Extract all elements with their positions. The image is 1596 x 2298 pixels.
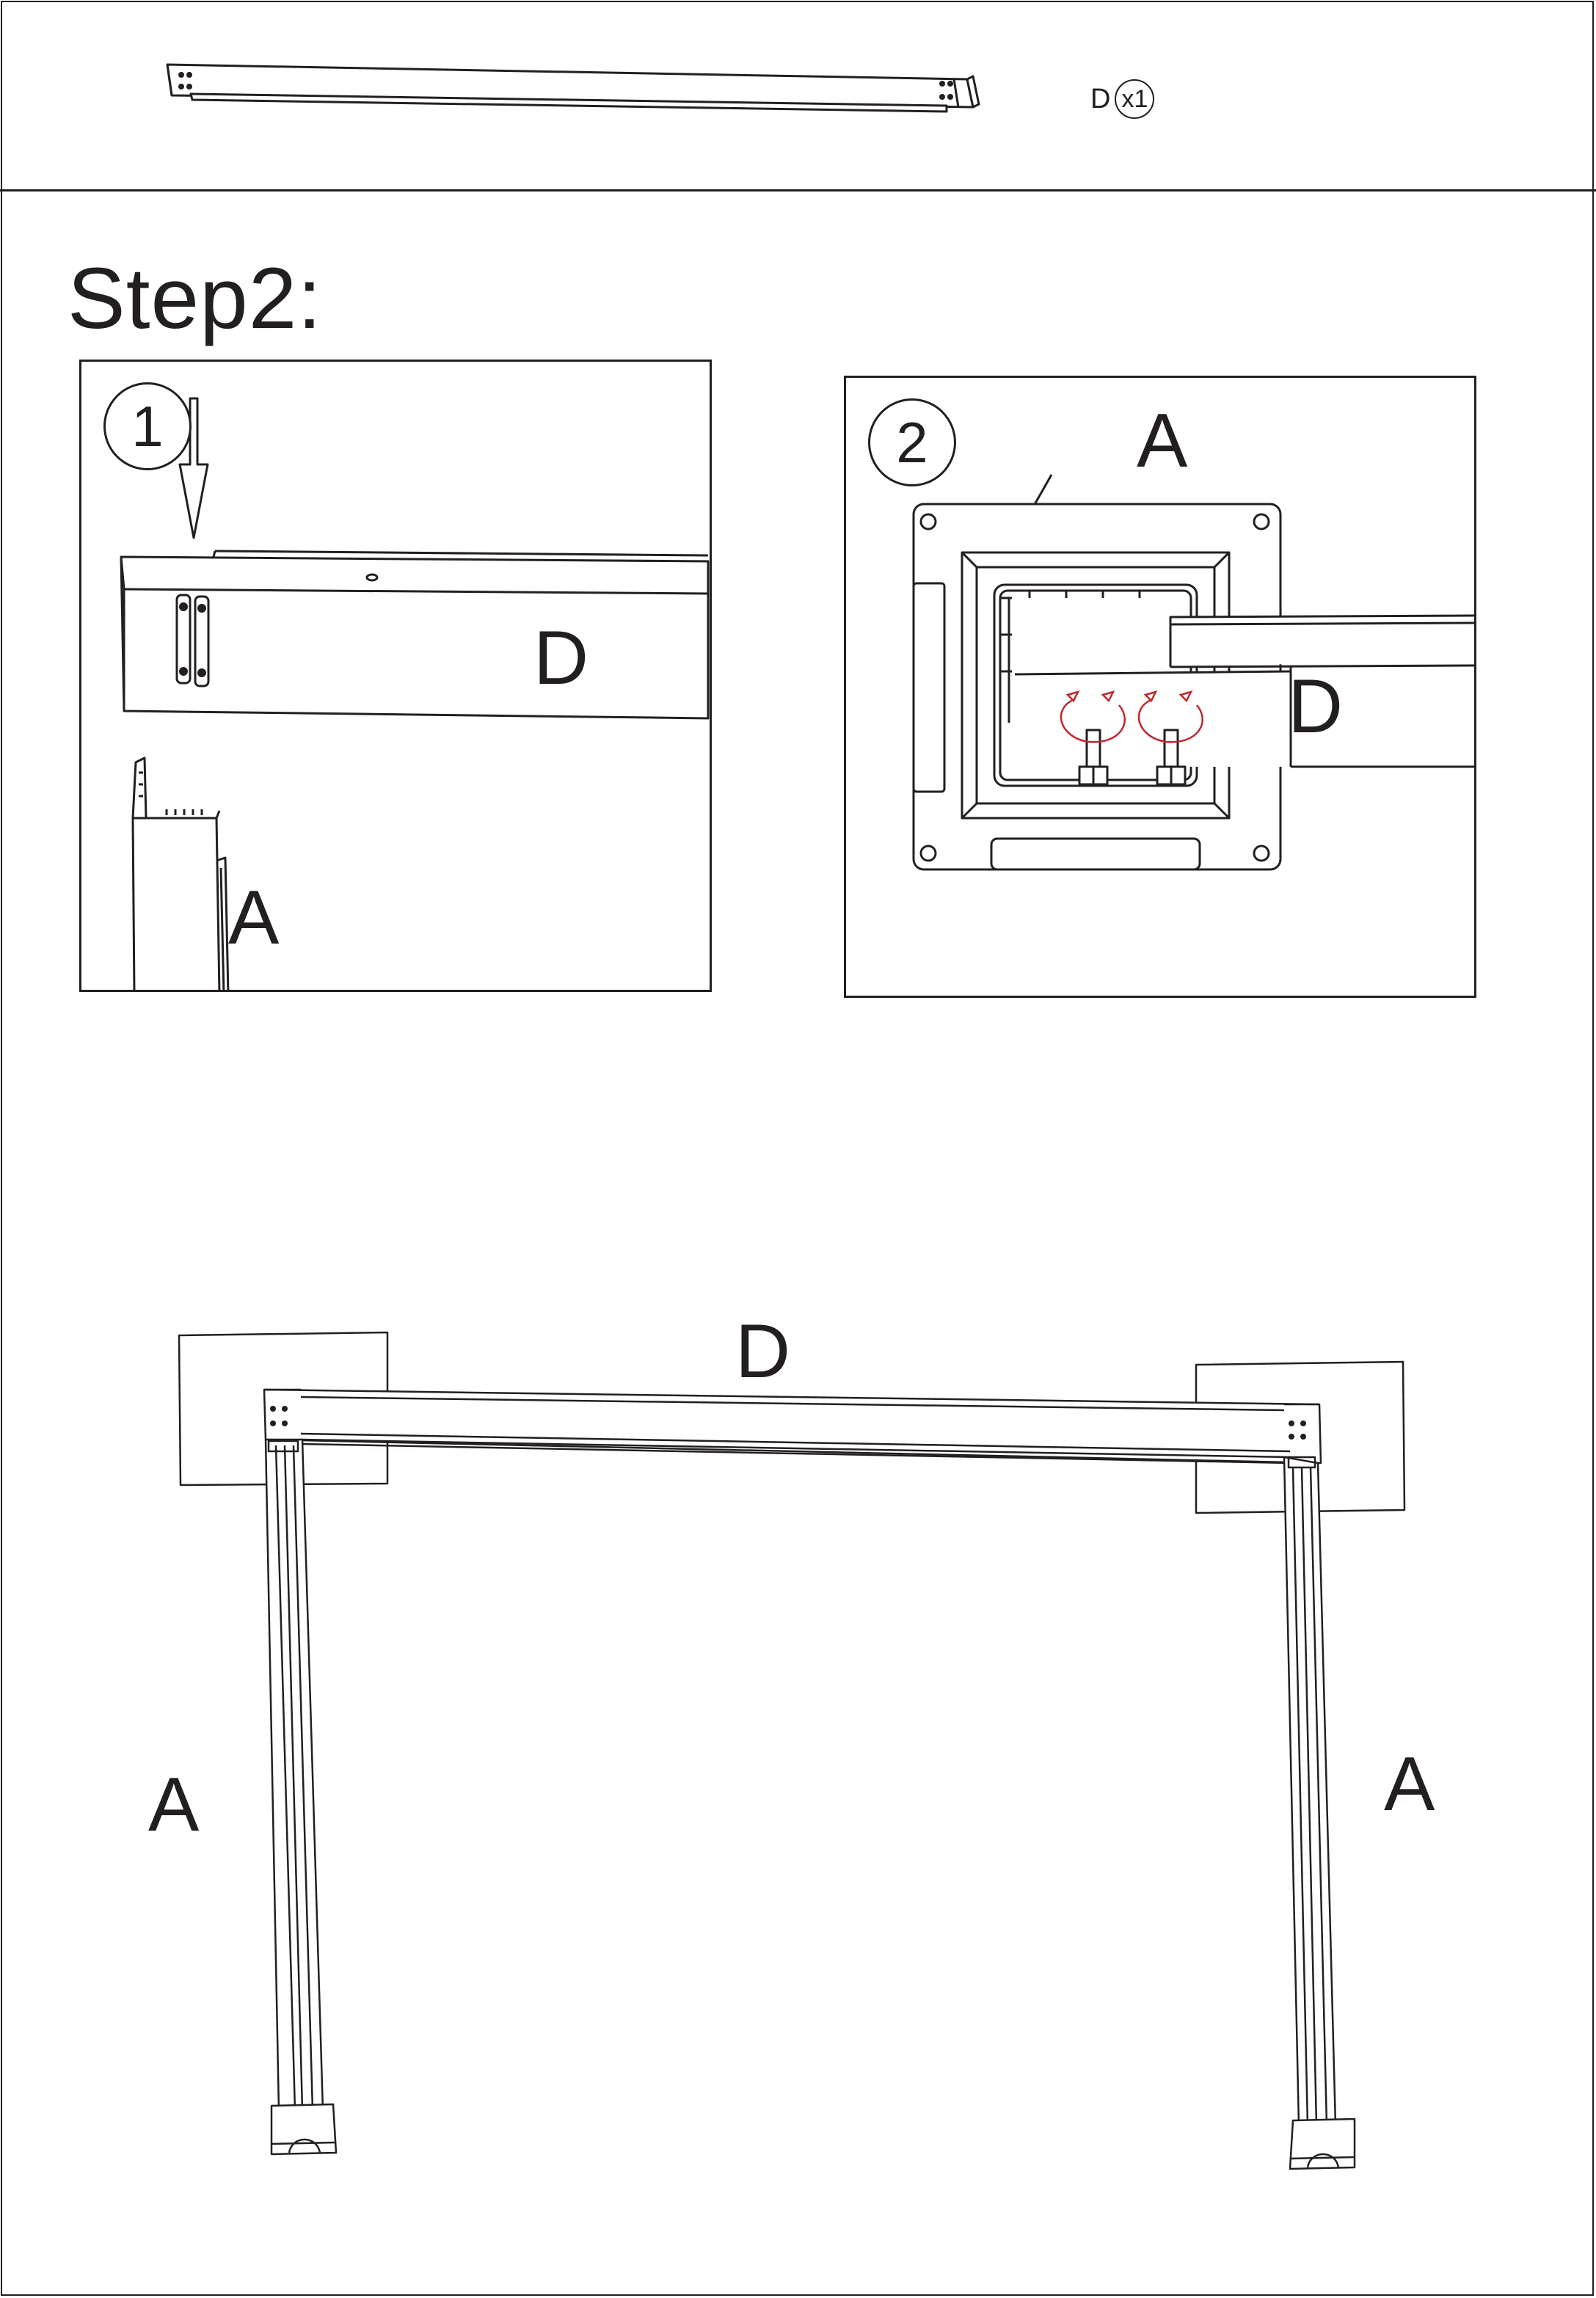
part-letter: D <box>1090 84 1111 114</box>
assembly-label-right-a: A <box>1384 1742 1435 1827</box>
step-title: Step2: <box>68 250 323 347</box>
header-divider <box>0 189 1596 192</box>
panel-2-label-a: A <box>1137 398 1188 484</box>
panel-2-drawing <box>912 474 1474 871</box>
quantity-badge: x1 <box>1115 79 1155 119</box>
assembly-label-left-a: A <box>148 1762 200 1847</box>
part-d-illustration <box>166 63 980 113</box>
detail-panel-1: 1 D A <box>79 360 712 992</box>
assembly-label-d: D <box>735 1309 791 1394</box>
part-quantity: D x1 <box>1090 79 1155 119</box>
panel-2-number-badge: 2 <box>868 398 956 486</box>
panel-1-number-badge: 1 <box>103 382 192 470</box>
panel-1-drawing <box>120 397 710 990</box>
detail-panel-2: 2 A D <box>844 376 1476 998</box>
panel-1-label-d: D <box>533 616 589 701</box>
panel-1-label-a: A <box>228 875 280 960</box>
panel-2-label-d: D <box>1288 664 1344 749</box>
